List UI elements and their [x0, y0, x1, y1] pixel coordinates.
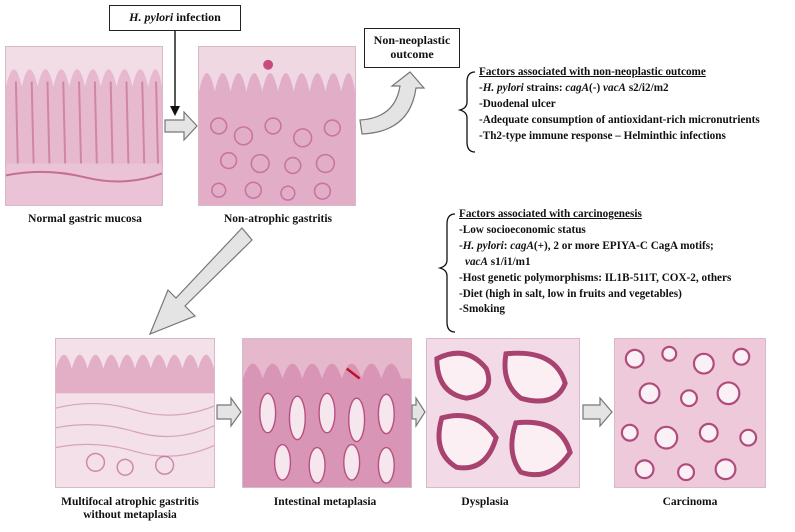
caption-normal-mucosa: Normal gastric mucosa	[28, 213, 142, 225]
carcinogenesis-title: Factors associated with carcinogenesis	[459, 208, 642, 220]
caption-non-atrophic-gastritis: Non-atrophic gastritis	[223, 213, 333, 225]
carcinogenesis-item-vaca: vacA s1/i1/m1	[465, 255, 531, 268]
carcinoma-image	[614, 338, 766, 488]
intestinal-metaplasia-image	[242, 338, 412, 488]
carcinogenesis-factors: Factors associated with carcinogenesis -…	[459, 207, 731, 318]
non-neoplastic-factors: Factors associated with non-neoplastic o…	[479, 65, 760, 145]
infection-species: H. pylori	[129, 10, 174, 25]
infection-box: H. pylori infection	[109, 5, 241, 31]
non-neoplastic-item-antioxidant: -Adequate consumption of antioxidant-ric…	[479, 113, 760, 126]
carcinogenesis-item-hpylori: -H. pylori: cagA(+), 2 or more EPIYA-C C…	[459, 239, 714, 252]
caption-carcinoma: Carcinoma	[662, 496, 718, 508]
carcinogenesis-item-smoking: -Smoking	[459, 303, 506, 316]
carcinogenesis-item-diet: -Diet (high in salt, low in fruits and v…	[459, 287, 682, 300]
caption-intestinal-metaplasia: Intestinal metaplasia	[273, 496, 377, 508]
outcome-line1: Non-neoplastic	[373, 33, 451, 48]
multifocal-atrophic-gastritis-image	[55, 338, 215, 488]
infection-label: infection	[173, 10, 221, 25]
non-atrophic-gastritis-image	[198, 46, 356, 206]
non-neoplastic-title: Factors associated with non-neoplastic o…	[479, 66, 706, 78]
carcinogenesis-item-polymorphisms: -Host genetic polymorphisms: IL1B-511T, …	[459, 271, 732, 284]
carcinogenesis-item-socioeconomic: -Low socioeconomic status	[459, 223, 586, 236]
caption-multifocal-line1: Multifocal atrophic gastritis	[61, 496, 199, 508]
caption-multifocal-line2: without metaplasia	[83, 509, 177, 522]
dysplasia-image	[426, 338, 580, 488]
caption-multifocal-atrophic-gastritis: Multifocal atrophic gastritis without me…	[30, 496, 230, 522]
outcome-line2: outcome	[390, 47, 434, 61]
non-neoplastic-item-strains: -H. pylori strains: cagA(-) vacA s2/i2/m…	[479, 81, 669, 94]
outcome-box: Non-neoplastic outcome	[364, 28, 460, 68]
caption-dysplasia: Dysplasia	[461, 496, 509, 508]
non-neoplastic-item-th2: -Th2-type immune response – Helminthic i…	[479, 129, 726, 142]
non-neoplastic-item-ulcer: -Duodenal ulcer	[479, 97, 556, 110]
normal-mucosa-image	[5, 46, 163, 206]
